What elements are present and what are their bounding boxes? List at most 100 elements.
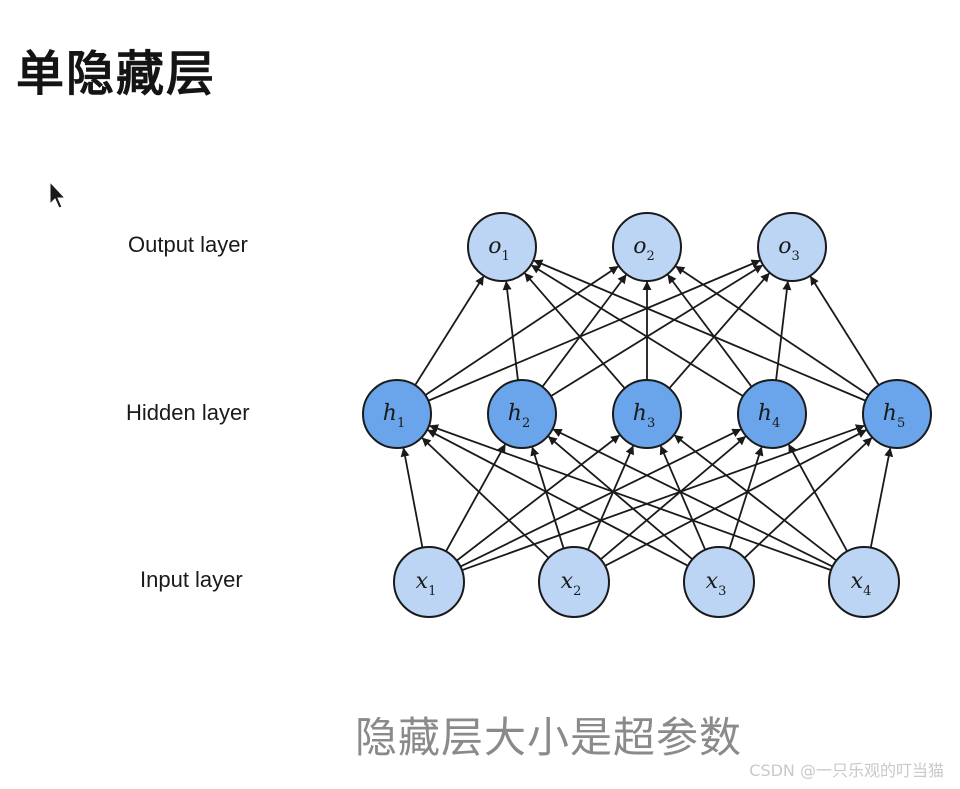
connection-arrow	[728, 446, 764, 549]
connection-arrow	[456, 434, 620, 562]
output-node-o1: o1	[467, 212, 537, 282]
connection-arrow	[600, 435, 746, 561]
connection-arrow	[533, 259, 867, 402]
node-subscript: 5	[897, 416, 905, 431]
input-node-x1: x1	[393, 546, 465, 618]
hidden-layer-label: Hidden layer	[126, 400, 250, 425]
connection-arrow	[429, 424, 832, 571]
hidden-node-h1: h1	[362, 379, 432, 449]
node-circle	[467, 212, 537, 282]
node-label: x4	[851, 569, 872, 599]
node-symbol: h	[508, 401, 522, 426]
connection-arrow	[552, 428, 833, 568]
watermark: CSDN @一只乐观的叮当猫	[749, 761, 944, 780]
hidden-node-h3: h3	[612, 379, 682, 449]
node-symbol: h	[758, 401, 772, 426]
output-node-o2: o2	[612, 212, 682, 282]
node-subscript: 1	[428, 584, 436, 599]
node-circle	[393, 546, 465, 618]
connection-arrow	[659, 445, 707, 551]
node-label: x2	[561, 569, 582, 599]
node-symbol: x	[416, 569, 429, 594]
node-label: x3	[706, 569, 727, 599]
connection-arrow	[461, 424, 865, 572]
node-symbol: h	[633, 401, 647, 426]
node-symbol: h	[383, 401, 397, 426]
node-circle	[487, 379, 557, 449]
input-node-x4: x4	[828, 546, 900, 618]
hidden-node-h4: h4	[737, 379, 807, 449]
connection-arrow	[673, 434, 837, 562]
node-circle	[538, 546, 610, 618]
subtitle-caption: 隐藏层大小是超参数	[355, 713, 743, 762]
hidden-node-h2: h2	[487, 379, 557, 449]
node-subscript: 4	[772, 416, 780, 431]
node-symbol: x	[851, 569, 864, 594]
node-circle	[612, 379, 682, 449]
connection-arrow	[427, 429, 689, 567]
hidden-node-h5: h5	[862, 379, 932, 449]
node-circle	[757, 212, 827, 282]
connection-arrow	[743, 437, 873, 559]
connection-arrow	[541, 274, 627, 388]
node-subscript: 2	[573, 584, 581, 599]
node-circle	[828, 546, 900, 618]
node-label: o2	[633, 234, 655, 264]
connection-arrow	[531, 264, 744, 397]
node-subscript: 1	[397, 416, 405, 431]
output-layer-label: Output layer	[128, 232, 248, 257]
node-circle	[362, 379, 432, 449]
node-circle	[612, 212, 682, 282]
connection-arrow	[524, 272, 626, 389]
connection-arrow	[809, 275, 880, 386]
connection-arrow	[675, 265, 870, 396]
connection-arrow	[667, 274, 753, 388]
connection-arrow	[427, 259, 761, 402]
connection-arrow	[547, 436, 693, 560]
connection-arrow	[460, 428, 742, 568]
node-label: h1	[383, 401, 405, 431]
connection-arrow	[788, 443, 848, 552]
input-node-x2: x2	[538, 546, 610, 618]
node-symbol: o	[778, 234, 791, 259]
connection-arrow	[668, 272, 770, 389]
input-node-x3: x3	[683, 546, 755, 618]
node-subscript: 4	[863, 584, 871, 599]
connection-arrow	[400, 447, 424, 548]
node-label: h3	[633, 401, 655, 431]
node-symbol: x	[561, 569, 574, 594]
output-node-o3: o3	[757, 212, 827, 282]
node-subscript: 2	[522, 416, 530, 431]
node-label: h5	[883, 401, 905, 431]
connection-arrow	[414, 275, 485, 386]
node-subscript: 3	[791, 249, 799, 264]
node-subscript: 3	[647, 416, 655, 431]
node-symbol: h	[883, 401, 897, 426]
node-symbol: o	[488, 234, 501, 259]
connection-arrow	[587, 445, 634, 551]
connection-arrow	[604, 429, 867, 567]
connection-arrow	[421, 437, 550, 559]
slide-title: 单隐藏层	[16, 46, 217, 102]
node-subscript: 3	[718, 584, 726, 599]
node-label: h4	[758, 401, 780, 431]
connection-arrow	[869, 447, 894, 548]
node-subscript: 2	[646, 249, 654, 264]
node-subscript: 1	[501, 249, 509, 264]
input-layer-label: Input layer	[140, 567, 243, 592]
mouse-cursor-icon	[49, 180, 67, 209]
connection-arrow	[424, 265, 619, 396]
node-circle	[737, 379, 807, 449]
connection-arrow	[445, 443, 506, 552]
node-label: o1	[488, 234, 510, 264]
node-circle	[683, 546, 755, 618]
connection-arrow	[502, 280, 519, 381]
node-symbol: x	[706, 569, 719, 594]
connection-arrow	[550, 264, 763, 397]
connections	[400, 259, 894, 572]
node-label: h2	[508, 401, 530, 431]
node-symbol: o	[633, 234, 646, 259]
node-circle	[862, 379, 932, 449]
